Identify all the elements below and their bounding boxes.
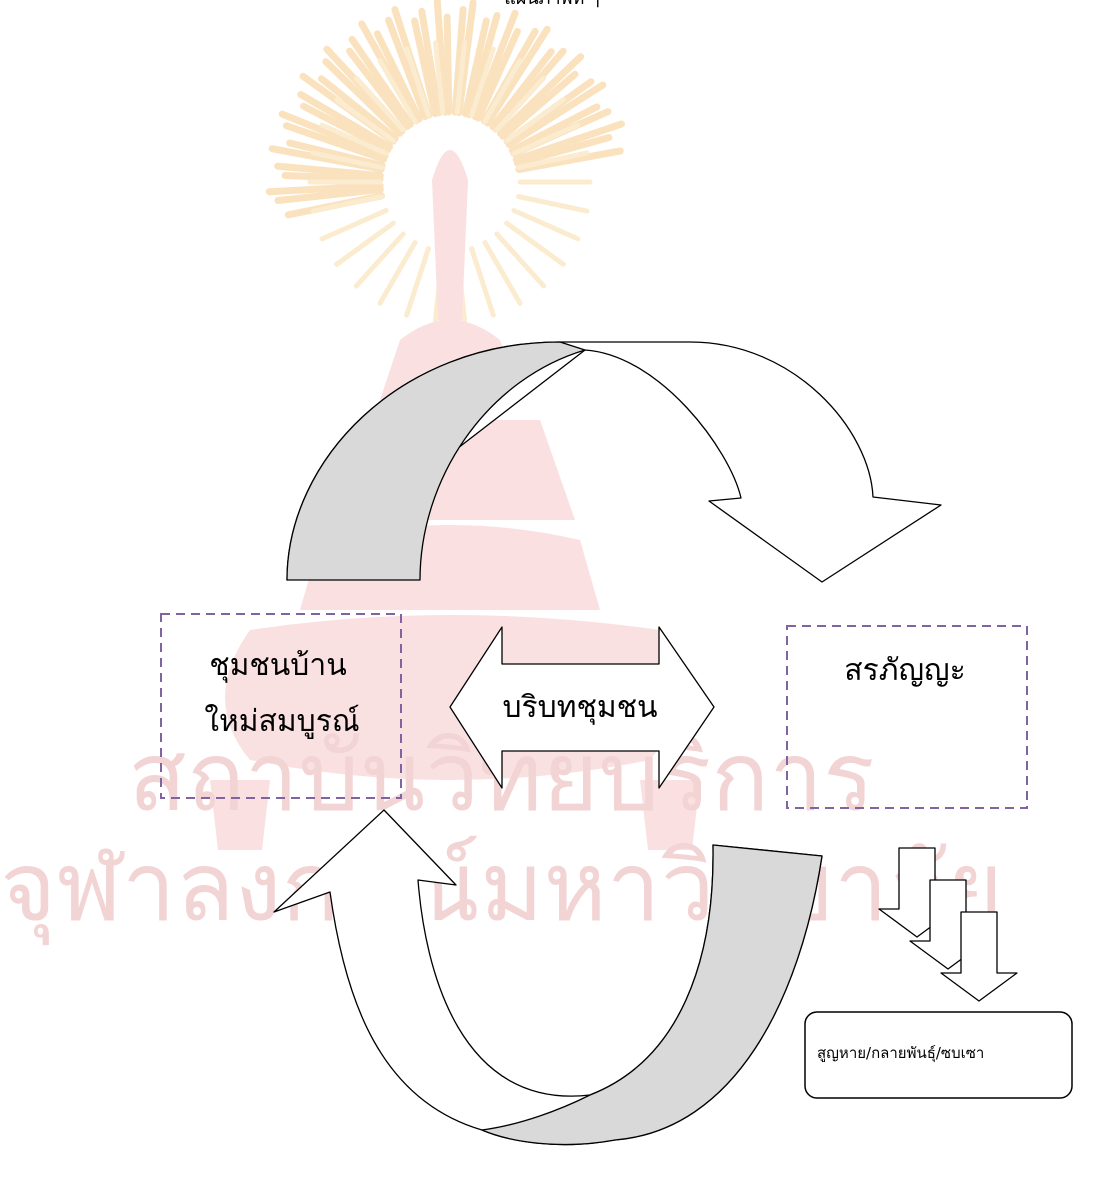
community-label-line-1: ชุมชนบ้าน (209, 648, 346, 684)
watermark-ray (451, 6, 467, 116)
watermark-ray (373, 30, 423, 123)
page-header-cut: แผนภาพที่ ๆ (504, 0, 600, 9)
watermark-ray (297, 91, 394, 151)
watermark-ray (516, 194, 590, 214)
watermark-ray (465, 12, 501, 119)
watermark-ray (499, 70, 579, 140)
watermark-ray (494, 231, 547, 289)
watermark-ray (475, 27, 521, 122)
cascading-down-arrows (878, 847, 1018, 1002)
watermark-ray (385, 16, 429, 121)
watermark-ray (504, 97, 566, 144)
watermark-ray (274, 162, 384, 180)
watermark-ray (454, 40, 468, 115)
community-label-line-2: ใหม่สมบูรณ์ (204, 704, 359, 739)
curved-arrow-top (286, 341, 942, 583)
watermark-ray (418, 7, 443, 117)
node-community-box: ชุมชนบ้าน ใหม่สมบูรณ์ (160, 613, 402, 799)
watermark-ray (511, 122, 581, 156)
watermark-ray (404, 46, 431, 118)
watermark-ray (443, 13, 453, 116)
watermark-ray (404, 246, 431, 318)
curved-arrow-bottom (273, 809, 823, 1146)
watermark-ray (512, 120, 625, 164)
watermark-ray (322, 58, 404, 137)
outcome-box-border (804, 1011, 1073, 1099)
watermark-ray (433, 0, 449, 116)
watermark-ray (482, 240, 523, 306)
watermark-ray (319, 208, 389, 242)
watermark-ray (489, 48, 555, 131)
down-arrow-icon (940, 911, 1018, 1002)
context-label: บริบทชุมชน (503, 690, 658, 726)
watermark-ray (281, 172, 384, 183)
watermark-ray (334, 97, 396, 144)
watermark-ray (278, 110, 389, 160)
watermark-ray (334, 220, 396, 267)
watermark-ray (274, 186, 384, 204)
double-arrow-icon (449, 626, 715, 789)
sarabhanya-box-border (786, 625, 1028, 809)
watermark-ray (497, 53, 585, 137)
watermark-ray (353, 231, 406, 289)
watermark-ray (469, 246, 496, 318)
watermark-ray (432, 40, 446, 115)
watermark-ray (377, 58, 418, 124)
watermark-ray (469, 46, 496, 118)
watermark-ray (508, 103, 601, 154)
watermark-ray (317, 75, 399, 142)
watermark-ray (516, 150, 590, 170)
outcome-label: สูญหาย/กลายพันธุ์/ซบเซา (817, 1044, 984, 1063)
watermark-ray (482, 58, 523, 124)
watermark-ray (484, 25, 551, 127)
watermark-ray (300, 102, 392, 154)
node-context-arrow: บริบทชุมชน (449, 626, 715, 789)
node-sarabhanya-box: สรภัญญะ (786, 625, 1028, 809)
community-box-border (160, 613, 402, 799)
watermark-ray (310, 150, 384, 170)
watermark-ray (511, 208, 581, 242)
watermark-ray (504, 220, 566, 267)
watermark-ray (265, 182, 384, 196)
watermark-ray (411, 17, 439, 118)
watermark-ray (505, 81, 607, 148)
watermark-ray (310, 194, 384, 214)
watermark-ray (515, 147, 624, 173)
watermark-ray (461, 17, 490, 118)
watermark-ray (282, 122, 388, 163)
watermark-ray (513, 134, 613, 167)
watermark-ray (471, 9, 519, 121)
node-outcome-box: สูญหาย/กลายพันธุ์/ซบเซา (804, 1011, 1073, 1099)
watermark-ray (348, 35, 414, 128)
watermark-ray (319, 122, 389, 156)
watermark-line-2: จุฬาลงกรณ์มหาวิทยาลัย (0, 831, 1003, 946)
sarabhanya-label: สรภัญญะ (844, 653, 965, 688)
watermark-ray (346, 47, 411, 130)
watermark-ray (494, 75, 547, 133)
watermark-ray (353, 75, 406, 133)
watermark-ray (377, 240, 418, 306)
